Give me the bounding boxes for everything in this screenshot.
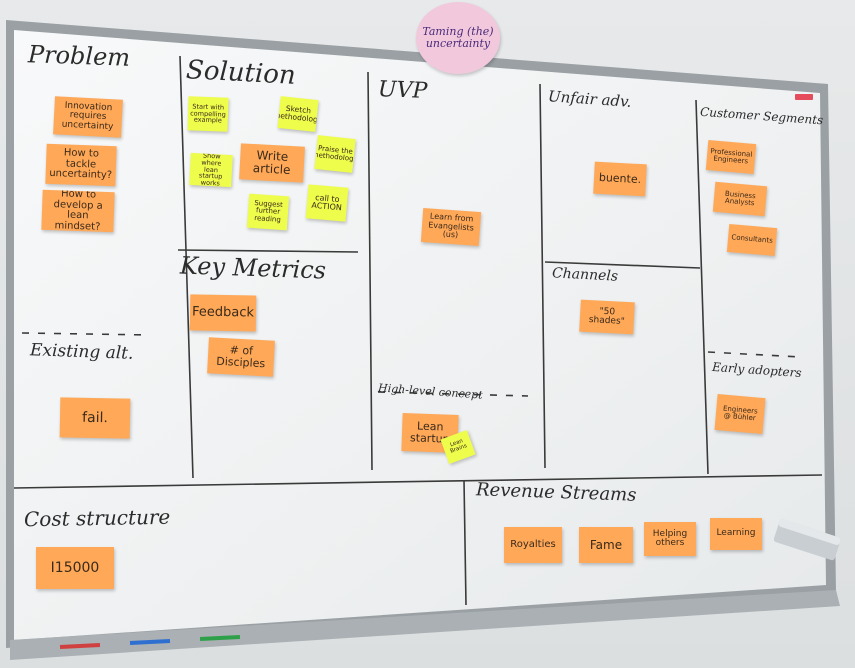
header-problem: Problem [27,40,131,72]
red-magnet [795,94,813,100]
note-existing-1: fail. [59,397,131,439]
note-unfair-1: buente. [593,161,647,197]
note-solution-4: Show where lean startup works [189,152,233,188]
canvas-grid-lines [13,55,823,606]
note-segment-1: Professional Engineers [705,139,757,175]
note-revenue-4: Learning [710,518,762,550]
note-segment-3: Consultants [726,223,778,257]
eraser [773,519,841,561]
note-solution-1: Start with compelling example [187,96,229,132]
header-channels: Channels [551,265,619,285]
header-key-metrics: Key Metrics [179,251,327,285]
title-badge-text: Taming (the) uncertainty [422,24,494,50]
note-metric-2: # of Disciples [207,337,275,377]
header-cost-structure: Cost structure [23,504,171,532]
note-cost-1: I15000 [36,547,114,589]
note-metric-1: Feedback [189,294,257,332]
header-solution: Solution [185,55,297,91]
note-problem-2: How to tackle uncertainty? [45,143,117,187]
note-revenue-2: Fame [579,527,633,563]
note-early-1: Engineers @ Bühler [714,393,766,435]
canvas-dashed-lines [21,332,801,397]
note-problem-3: How to develop a lean mindset? [41,189,115,233]
note-solution-6: Suggest further reading [246,193,290,231]
note-solution-5: Write article [239,143,305,183]
marker-tray [10,590,840,660]
note-revenue-3: Helping others [644,522,696,556]
note-problem-1: Innovation requires uncertainty [53,96,123,138]
header-existing-alternatives: Existing alt. [29,340,134,364]
note-solution-3: Praise the methodology [314,135,356,173]
title-badge: Taming (the) uncertainty [416,2,500,74]
note-channel-1: "50 shades" [579,299,635,335]
note-solution-2: Sketch methodology [277,96,319,132]
note-uvp-1: Learn from Evangelists (us) [420,208,482,246]
note-revenue-1: Royalties [504,527,562,563]
note-solution-7: call to ACTION [305,184,349,222]
note-segment-2: Business Analysts [712,181,768,217]
header-uvp: UVP [377,77,428,104]
